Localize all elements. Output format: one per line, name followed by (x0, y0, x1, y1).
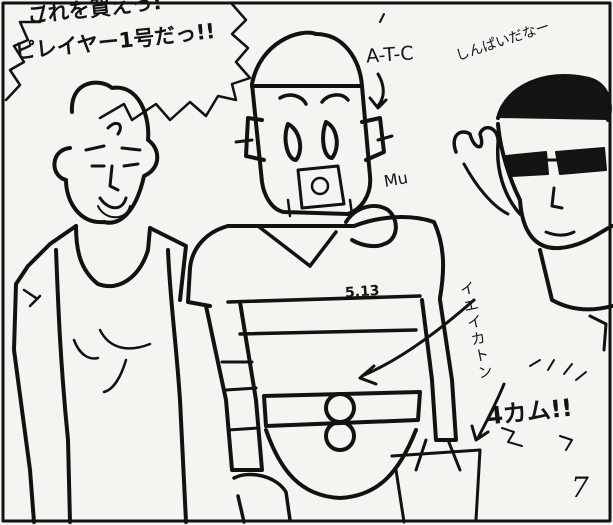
sunglasses-man (452, 73, 613, 352)
page-number: 7 (571, 471, 589, 504)
bald-man (12, 80, 188, 524)
decorative-marks (379, 13, 587, 451)
atc-label: A-T-C (365, 42, 415, 68)
chest-number-label: 5.13 (344, 282, 381, 302)
annotation-arrows (358, 72, 506, 442)
mu-sound-effect: Mu (382, 168, 410, 191)
robot-body (186, 204, 482, 524)
robot-head (234, 30, 394, 218)
